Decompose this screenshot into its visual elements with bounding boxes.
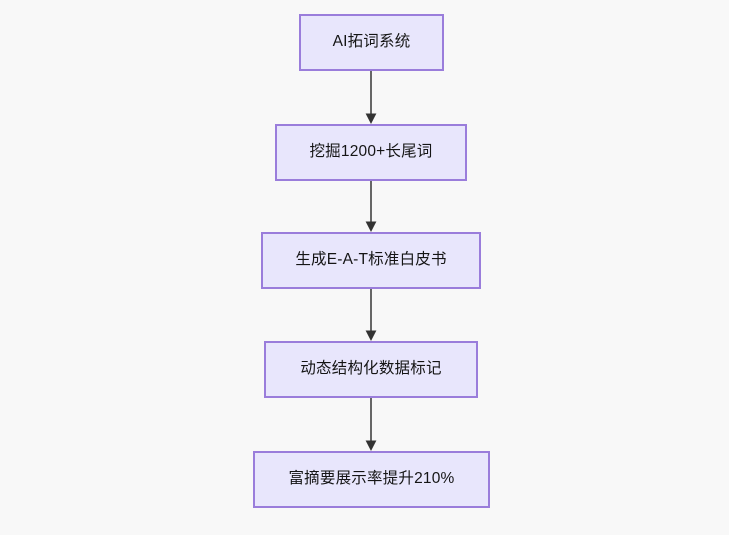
edge-node-1-to-node-2 (361, 71, 381, 124)
flow-node-label: AI拓词系统 (332, 33, 411, 51)
edge-node-4-to-node-5 (361, 398, 381, 451)
flow-node-ai-keyword-system[interactable]: AI拓词系统 (299, 14, 444, 71)
edge-node-3-to-node-4 (361, 289, 381, 341)
edge-node-2-to-node-3 (361, 181, 381, 232)
flow-node-rich-snippet-impression-uplift[interactable]: 富摘要展示率提升210% (253, 451, 490, 508)
flow-node-label: 挖掘1200+长尾词 (309, 143, 433, 161)
flow-node-label: 富摘要展示率提升210% (288, 470, 455, 488)
flow-node-label: 动态结构化数据标记 (300, 360, 442, 378)
flow-node-generate-eat-whitepaper[interactable]: 生成E-A-T标准白皮书 (261, 232, 481, 289)
flow-node-dynamic-structured-data-markup[interactable]: 动态结构化数据标记 (264, 341, 478, 398)
flow-node-mine-longtail-keywords[interactable]: 挖掘1200+长尾词 (275, 124, 467, 181)
flow-node-label: 生成E-A-T标准白皮书 (295, 251, 447, 269)
